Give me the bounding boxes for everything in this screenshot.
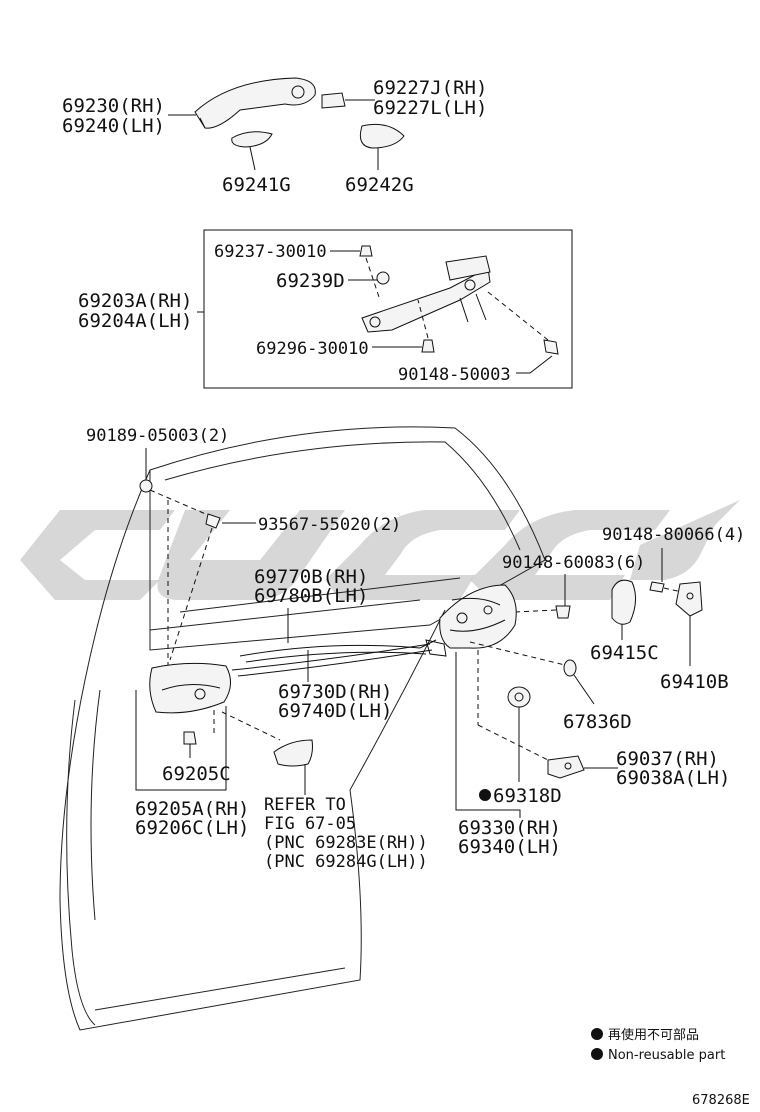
- callout-69230-rh: 69230(RH): [62, 95, 165, 117]
- lock-actuator-69037-part: [547, 755, 585, 779]
- pad-69241-part: [231, 131, 273, 148]
- watermark-logo: [20, 500, 740, 600]
- screw-90148-80066-part: [649, 581, 665, 593]
- grommet-69318d-part: [507, 686, 531, 708]
- non-reusable-marker-69318d: [479, 789, 491, 801]
- callout-69240-lh: 69240(LH): [62, 115, 165, 137]
- legend-text-japanese: 再使用不可部品: [608, 1027, 699, 1043]
- door-panel-outline: [59, 426, 546, 1031]
- callout-69227l-lh: 69227L(LH): [373, 97, 487, 119]
- screw-69237-part: [359, 245, 373, 257]
- outside-handle-part: [194, 77, 316, 129]
- callout-93567-55020: 93567-55020(2): [258, 515, 401, 535]
- frame-detail-box: [203, 229, 573, 389]
- bolt-69296-part: [421, 339, 435, 353]
- callout-69038a-lh: 69038A(LH): [616, 767, 730, 789]
- inside-handle-part: [149, 662, 231, 714]
- callout-90148-60083: 90148-60083(6): [502, 553, 645, 573]
- callout-69239d: 69239D: [276, 270, 345, 292]
- inside-handle-bolt-69205c-part: [183, 731, 197, 745]
- bolt-90148-50003-part: [543, 339, 559, 355]
- refer-note-line1: REFER TO: [264, 795, 346, 815]
- inside-cable-69730d-part: [231, 643, 433, 677]
- frame-assembly-part: [361, 255, 491, 333]
- seal-67836d-part: [563, 659, 577, 677]
- pad-69242-part: [359, 123, 405, 149]
- callout-69780b-lh: 69780B(LH): [254, 585, 368, 607]
- nut-69239-part: [376, 271, 390, 285]
- callout-69318d: 69318D: [493, 785, 562, 807]
- figure-id: 678268E: [692, 1093, 750, 1108]
- callout-69740d-lh: 69740D(LH): [278, 700, 392, 722]
- callout-69241g: 69241G: [222, 174, 291, 196]
- callout-69037-rh: 69037(RH): [616, 748, 719, 770]
- clip-93567-part: [205, 513, 221, 529]
- lock-cable-69770b-part: [239, 639, 437, 663]
- callout-90189-05003: 90189-05003(2): [86, 426, 229, 446]
- striker-69410b-part: [675, 581, 703, 617]
- refer-note-line4: (PNC 69284G(LH)): [264, 852, 428, 872]
- handle-cover-part: [321, 92, 346, 109]
- callout-69340-lh: 69340(LH): [458, 836, 561, 858]
- legend-bullet-2: [591, 1048, 603, 1060]
- callout-90148-50003: 90148-50003: [398, 365, 511, 385]
- legend-bullet-1: [591, 1028, 603, 1040]
- refer-note-line2: FIG 67-05: [264, 814, 356, 834]
- callout-69415c: 69415C: [590, 642, 659, 664]
- legend-text-english: Non-reusable part: [608, 1048, 725, 1063]
- callout-69410b: 69410B: [660, 671, 729, 693]
- callout-69237-30010: 69237-30010: [214, 242, 327, 262]
- callout-69227j-rh: 69227J(RH): [373, 77, 487, 99]
- door-lock-assembly-part: [425, 584, 517, 657]
- callout-69730d-rh: 69730D(RH): [278, 681, 392, 703]
- callout-69206c-lh: 69206C(LH): [135, 817, 249, 839]
- callout-69330-rh: 69330(RH): [458, 817, 561, 839]
- callout-69204a-lh: 69204A(LH): [78, 310, 192, 332]
- callout-69203a-rh: 69203A(RH): [78, 290, 192, 312]
- callout-69205c: 69205C: [162, 763, 231, 785]
- callout-90148-80066: 90148-80066(4): [602, 525, 745, 545]
- callout-69242g: 69242G: [345, 174, 414, 196]
- callout-69205a-rh: 69205A(RH): [135, 798, 249, 820]
- callout-67836d: 67836D: [563, 711, 632, 733]
- callout-69770b-rh: 69770B(RH): [254, 566, 368, 588]
- callout-69296-30010: 69296-30010: [256, 339, 369, 359]
- screw-90148-60083-part: [555, 605, 571, 619]
- refer-note-line3: (PNC 69283E(RH)): [264, 833, 428, 853]
- bezel-reference-part: [273, 739, 313, 767]
- striker-cover-69415c-part: [611, 579, 636, 625]
